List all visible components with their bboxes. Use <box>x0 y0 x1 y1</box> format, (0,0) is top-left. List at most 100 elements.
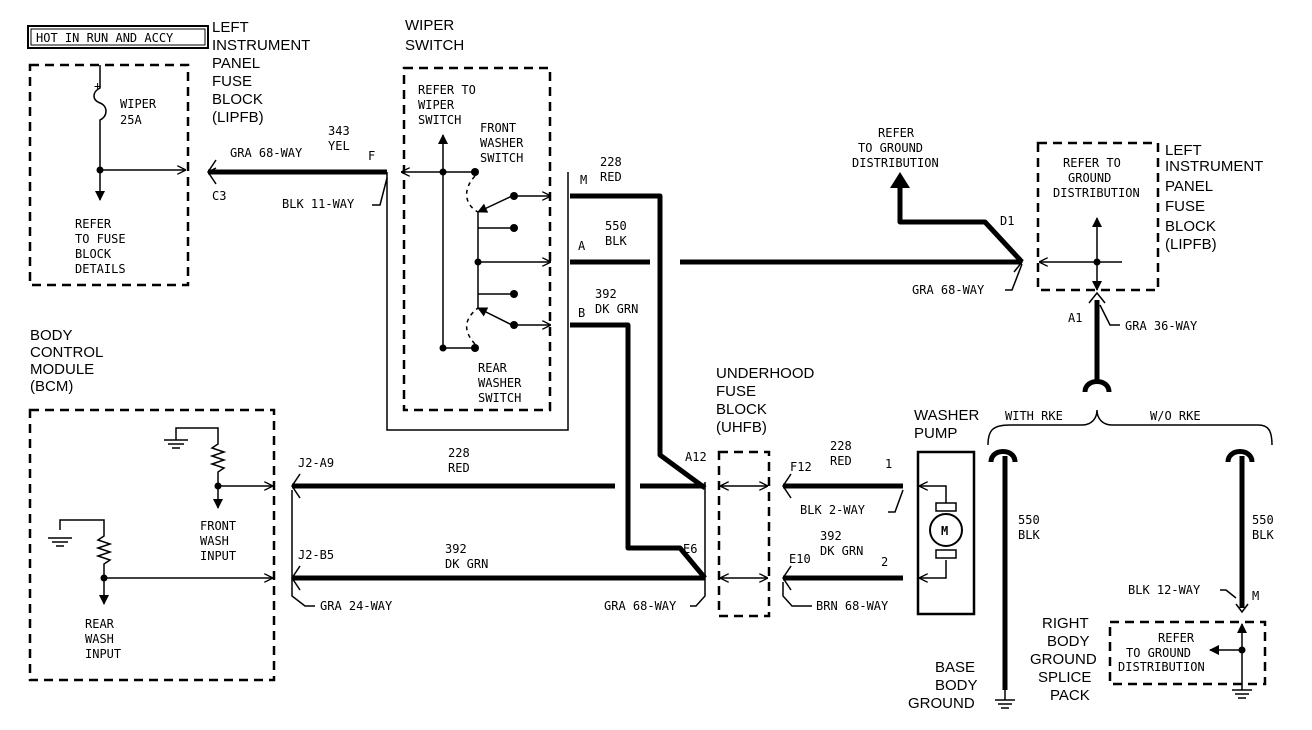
svg-text:WASH: WASH <box>85 632 114 646</box>
svg-text:BLOCK: BLOCK <box>75 247 112 261</box>
svg-text:(UHFB): (UHFB) <box>716 419 767 436</box>
wiper-switch-box <box>402 66 552 412</box>
svg-text:LEFT: LEFT <box>212 19 249 36</box>
wiper-switch-label: WIPER SWITCH <box>405 17 464 54</box>
svg-text:D1: D1 <box>1000 214 1014 228</box>
svg-text:GRA 24-WAY: GRA 24-WAY <box>320 599 393 613</box>
svg-text:BODY: BODY <box>1047 633 1090 650</box>
svg-text:FRONT: FRONT <box>200 519 236 533</box>
svg-text:MODULE: MODULE <box>30 361 94 378</box>
svg-text:DISTRIBUTION: DISTRIBUTION <box>1118 660 1205 674</box>
svg-text:A: A <box>578 239 586 253</box>
svg-text:SWITCH: SWITCH <box>480 151 523 165</box>
svg-text:TO GROUND: TO GROUND <box>858 141 923 155</box>
svg-text:BLK: BLK <box>605 234 627 248</box>
refer-ground-top-label: REFER TO GROUND DISTRIBUTION <box>852 126 939 170</box>
splice-pack-label: RIGHT BODY GROUND SPLICE PACK <box>1030 615 1097 704</box>
svg-text:SPLICE: SPLICE <box>1038 669 1091 686</box>
svg-text:B: B <box>578 306 585 320</box>
svg-text:BLK: BLK <box>1252 528 1274 542</box>
svg-text:SWITCH: SWITCH <box>405 37 464 54</box>
svg-text:FRONT: FRONT <box>480 121 516 135</box>
svg-text:GRA 68-WAY: GRA 68-WAY <box>912 283 985 297</box>
fuse-name: WIPER <box>120 97 157 111</box>
svg-text:WASHER: WASHER <box>480 136 524 150</box>
svg-text:BLOCK: BLOCK <box>716 401 767 418</box>
svg-text:(LIPFB): (LIPFB) <box>212 109 264 126</box>
svg-text:INPUT: INPUT <box>85 647 121 661</box>
wire-392-dkgrn-top <box>570 322 707 580</box>
svg-text:BLOCK: BLOCK <box>212 91 263 108</box>
svg-text:J2-B5: J2-B5 <box>298 548 334 562</box>
svg-text:UNDERHOOD: UNDERHOOD <box>716 365 815 382</box>
svg-text:WASH: WASH <box>200 534 229 548</box>
hot-in-run-label: HOT IN RUN AND ACCY <box>27 25 209 49</box>
wire-550-to-ground <box>897 185 1024 264</box>
ground-icon-front <box>164 427 227 486</box>
svg-text:A12: A12 <box>685 450 707 464</box>
with-rke-label: WITH RKE <box>1005 409 1063 423</box>
svg-text:INPUT: INPUT <box>200 549 236 563</box>
blk-11way-label: BLK 11-WAY <box>282 197 355 211</box>
svg-text:REAR: REAR <box>85 617 115 631</box>
svg-text:TO GROUND: TO GROUND <box>1126 646 1191 660</box>
svg-text:SWITCH: SWITCH <box>418 113 461 127</box>
wire-228-red-top <box>570 193 707 491</box>
c3-connector-label: GRA 68-WAY <box>230 146 303 160</box>
front-washer-switch-label: FRONT WASHER SWITCH <box>480 121 524 165</box>
svg-text:FUSE: FUSE <box>716 383 756 400</box>
splice-pack-box <box>1108 620 1267 686</box>
svg-text:BASE: BASE <box>935 659 975 676</box>
svg-text:WIPER: WIPER <box>418 98 455 112</box>
svg-text:BLK 2-WAY: BLK 2-WAY <box>800 503 866 517</box>
svg-text:RED: RED <box>448 461 470 475</box>
washer-pump-label: WASHER PUMP <box>914 407 979 442</box>
svg-text:GROUND: GROUND <box>1068 171 1111 185</box>
without-rke-label: W/O RKE <box>1150 409 1201 423</box>
bcm-label: BODY CONTROL MODULE (BCM) <box>30 327 103 395</box>
svg-text:PANEL: PANEL <box>212 55 260 72</box>
svg-text:SWITCH: SWITCH <box>478 391 521 405</box>
svg-text:E10: E10 <box>789 552 811 566</box>
motor-icon: M <box>929 502 963 559</box>
base-ground-icon <box>995 690 1015 709</box>
svg-text:J2-A9: J2-A9 <box>298 456 334 470</box>
svg-text:WIPER: WIPER <box>405 17 454 34</box>
svg-text:228: 228 <box>448 446 470 460</box>
svg-text:+: + <box>94 79 101 93</box>
svg-text:INSTRUMENT: INSTRUMENT <box>212 37 310 54</box>
svg-text:WASHER: WASHER <box>914 407 979 424</box>
svg-text:228: 228 <box>830 439 852 453</box>
c3-pin-label: C3 <box>212 189 226 203</box>
bcm-box <box>28 408 276 682</box>
svg-text:REFER: REFER <box>878 126 915 140</box>
refer-ground-bottom-label: REFER TO GROUND DISTRIBUTION <box>1118 631 1205 674</box>
fuse-rating: 25A <box>120 113 142 127</box>
svg-text:2: 2 <box>881 555 888 569</box>
svg-text:GRA 68-WAY: GRA 68-WAY <box>604 599 677 613</box>
lipfb-right-box <box>1036 141 1160 292</box>
svg-text:LEFT: LEFT <box>1165 142 1202 159</box>
lipfb-left-label: LEFT INSTRUMENT PANEL FUSE BLOCK (LIPFB) <box>212 19 310 126</box>
f-pin-label: F <box>368 149 375 163</box>
lipfb-left-box <box>28 63 190 287</box>
svg-text:BRN 68-WAY: BRN 68-WAY <box>816 599 889 613</box>
svg-text:DK GRN: DK GRN <box>445 557 488 571</box>
svg-text:PUMP: PUMP <box>914 425 957 442</box>
wire-343-color: YEL <box>328 139 350 153</box>
refer-fuse-label: REFER TO FUSE BLOCK DETAILS <box>75 217 126 276</box>
svg-text:DISTRIBUTION: DISTRIBUTION <box>852 156 939 170</box>
wiper-fuse-icon: + <box>93 65 107 170</box>
svg-text:GROUND: GROUND <box>1030 651 1097 668</box>
svg-text:DK GRN: DK GRN <box>820 544 863 558</box>
svg-text:WASHER: WASHER <box>478 376 522 390</box>
svg-text:F12: F12 <box>790 460 812 474</box>
svg-text:A1: A1 <box>1068 311 1082 325</box>
svg-text:DK GRN: DK GRN <box>595 302 638 316</box>
svg-text:392: 392 <box>820 529 842 543</box>
svg-text:1: 1 <box>885 457 892 471</box>
rke-brace <box>987 409 1273 446</box>
wire-343-circuit: 343 <box>328 124 350 138</box>
svg-text:RIGHT: RIGHT <box>1042 615 1089 632</box>
